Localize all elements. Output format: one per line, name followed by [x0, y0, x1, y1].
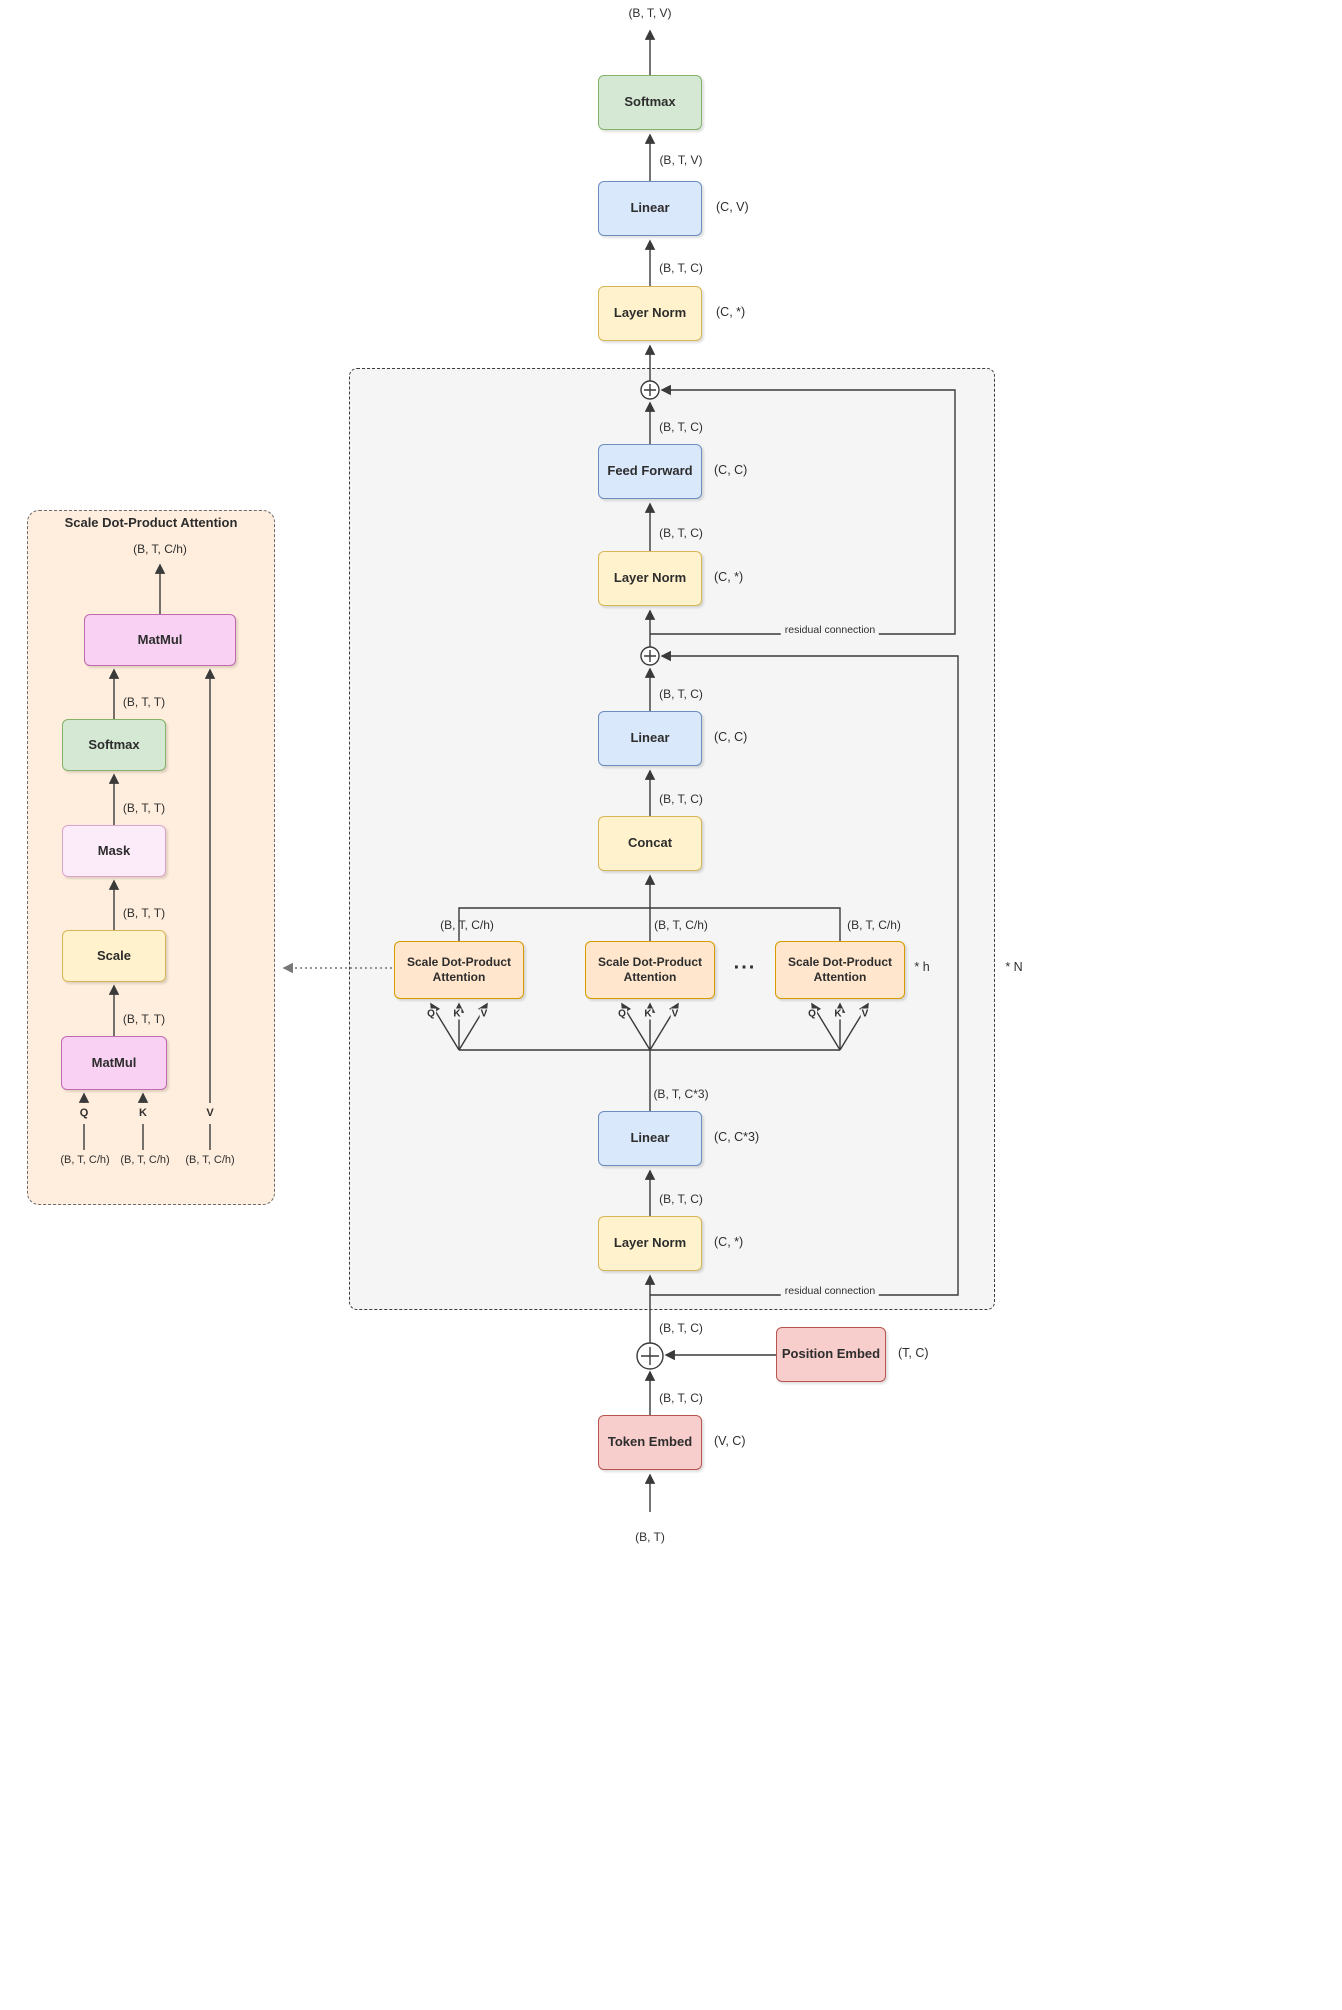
node-linear-head: Linear [598, 181, 702, 236]
node-attn-softmax: Softmax [62, 719, 166, 771]
residual-label: residual connection [780, 624, 880, 636]
dim-label: (B, T, T) [122, 1012, 166, 1026]
q-label: Q [77, 1107, 91, 1119]
heads-multiplier: * h [914, 960, 930, 974]
dim-label: (B, T, V) [659, 153, 703, 167]
node-mask: Mask [62, 825, 166, 877]
v-label: V [479, 1008, 489, 1020]
panel-title: Scale Dot-Product Attention [64, 515, 238, 530]
v-label: V [204, 1107, 216, 1119]
node-position-embed: Position Embed [776, 1327, 886, 1382]
shape-label: (C, V) [716, 200, 749, 214]
shape-label: (C, C) [714, 463, 748, 477]
node-matmul-v: MatMul [84, 614, 236, 666]
shape-label: (C, *) [714, 1235, 744, 1249]
node-attention-head-1: Scale Dot-Product Attention [394, 941, 524, 999]
k-label: K [833, 1008, 843, 1020]
q-label: Q [617, 1008, 627, 1020]
q-label: Q [807, 1008, 817, 1020]
node-layer-norm-1: Layer Norm [598, 1216, 702, 1271]
dim-label: (B, T) [635, 1530, 665, 1544]
node-token-embed: Token Embed [598, 1415, 702, 1470]
node-attention-head-2: Scale Dot-Product Attention [585, 941, 715, 999]
dim-label: (B, T, C) [659, 1391, 703, 1405]
k-label: K [452, 1008, 462, 1020]
dim-label: (B, T, C/h) [185, 1154, 235, 1166]
dim-label: (B, T, C) [659, 261, 703, 275]
dim-label: (B, T, T) [122, 801, 166, 815]
k-label: K [643, 1008, 653, 1020]
v-label: V [670, 1008, 680, 1020]
q-label: Q [426, 1008, 436, 1020]
shape-label: (C, *) [716, 305, 746, 319]
dim-label: (B, T, C/h) [133, 542, 187, 556]
ellipsis-heads: ... [733, 951, 757, 974]
dim-label: (B, T, C/h) [654, 918, 708, 932]
dim-label: (B, T, T) [122, 695, 166, 709]
v-label: V [860, 1008, 870, 1020]
node-attention-head-3: Scale Dot-Product Attention [775, 941, 905, 999]
shape-label: (C, C*3) [714, 1130, 760, 1144]
dim-label: (B, T, C) [659, 1321, 703, 1335]
node-scale: Scale [62, 930, 166, 982]
dim-label: (B, T, C/h) [60, 1154, 110, 1166]
dim-label: (B, T, C/h) [847, 918, 901, 932]
dim-label: (B, T, C/h) [120, 1154, 170, 1166]
node-linear-qkv: Linear [598, 1111, 702, 1166]
node-concat: Concat [598, 816, 702, 871]
dim-label: (B, T, C) [659, 792, 703, 806]
residual-label: residual connection [780, 1285, 880, 1297]
node-linear-proj: Linear [598, 711, 702, 766]
dim-label: (B, T, C*3) [653, 1087, 709, 1101]
dim-label: (B, T, C/h) [440, 918, 494, 932]
shape-label: (C, *) [714, 570, 744, 584]
node-softmax-output: Softmax [598, 75, 702, 130]
shape-label: (C, C) [714, 730, 748, 744]
node-feed-forward: Feed Forward [598, 444, 702, 499]
dim-label: (B, T, V) [628, 6, 672, 20]
dim-label: (B, T, C) [659, 526, 703, 540]
dim-label: (B, T, C) [659, 420, 703, 434]
node-layer-norm-final: Layer Norm [598, 286, 702, 341]
node-matmul-qk: MatMul [61, 1036, 167, 1090]
layers-multiplier: * N [1005, 960, 1023, 974]
dim-label: (B, T, C) [659, 1192, 703, 1206]
dim-label: (B, T, C) [659, 687, 703, 701]
shape-label: (T, C) [898, 1346, 929, 1360]
shape-label: (V, C) [714, 1434, 746, 1448]
node-layer-norm-2: Layer Norm [598, 551, 702, 606]
k-label: K [137, 1107, 149, 1119]
dim-label: (B, T, T) [122, 906, 166, 920]
